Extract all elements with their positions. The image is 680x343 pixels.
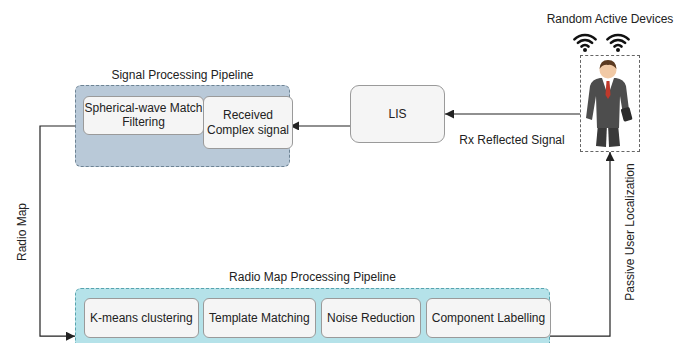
node-text: Noise Reduction (327, 311, 415, 325)
wifi-arc (574, 35, 595, 39)
process-box: Received Complex signal (203, 96, 293, 149)
wifi-arc (578, 40, 592, 43)
wifi-dot (583, 48, 587, 52)
person-suit (586, 78, 630, 128)
tablet (621, 107, 633, 122)
process-box: K-means clustering (84, 298, 199, 338)
group-heading: Signal Processing Pipeline (111, 68, 253, 82)
connector-arrow (290, 125, 350, 126)
wifi-arc (582, 45, 589, 46)
connector-arrow (445, 113, 580, 114)
group-heading: Random Active Devices (547, 12, 674, 26)
surface-box: LIS (350, 85, 445, 143)
process-box: Spherical-wave Match Filtering (83, 96, 204, 135)
edge-label: Passive User Localization (623, 163, 637, 300)
pipeline-group: K-means clustering Template Matching Noise… (75, 288, 550, 343)
connector-arrow (40, 126, 75, 336)
node-text: LIS (388, 107, 406, 121)
group-heading: Radio Map Processing Pipeline (229, 270, 396, 284)
node-text: Component Labelling (432, 311, 545, 325)
node-text: Received Complex signal (204, 108, 292, 137)
person-tie (606, 81, 611, 99)
pipeline-group: Spherical-wave Match FilteringReceived C… (75, 85, 290, 167)
node-text: Template Matching (209, 311, 310, 325)
wifi-dot (616, 48, 620, 52)
person-hair (600, 60, 617, 69)
node-text: Spherical-wave Match Filtering (84, 101, 203, 130)
edge-label: Radio Map (15, 203, 29, 261)
connector-arrow (550, 152, 610, 336)
user-box: Random Active Devices (580, 55, 640, 152)
edge-label: Rx Reflected Signal (459, 133, 564, 147)
process-box: Template Matching (203, 298, 316, 338)
wifi-arc (607, 35, 628, 39)
wifi-arc (615, 45, 622, 46)
node-text: K-means clustering (90, 311, 193, 325)
process-box: Component Labelling (426, 298, 551, 338)
person-figure (586, 60, 633, 147)
wifi-arc (611, 40, 625, 43)
process-box: Noise Reduction (321, 298, 421, 338)
